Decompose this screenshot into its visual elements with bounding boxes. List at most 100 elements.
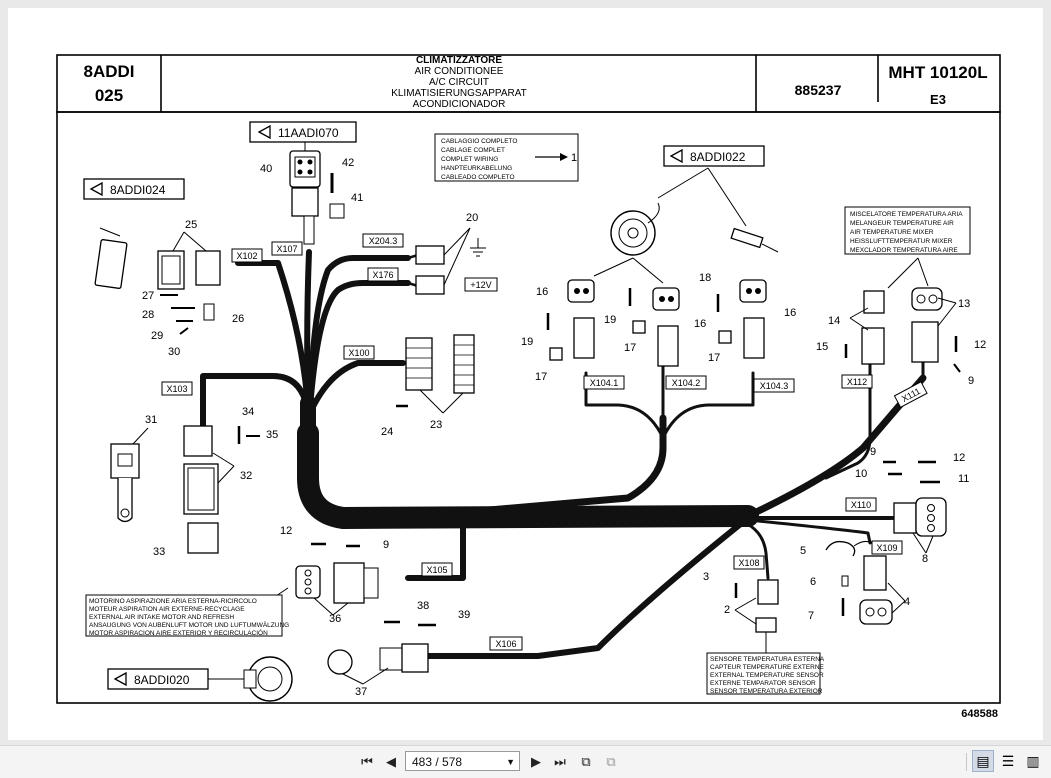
part-34: 34 [242, 406, 254, 418]
connector-x104-3: X104.3 [760, 381, 789, 391]
connector-x106: X106 [495, 639, 516, 649]
part-33: 33 [153, 546, 165, 558]
part-19-a: 19 [521, 336, 533, 348]
svg-text:SENSORE TEMPERATURA ESTERNA: SENSORE TEMPERATURA ESTERNA [710, 656, 825, 663]
single-page-icon: ▤ [976, 752, 990, 769]
header-title-es: ACONDICIONADOR [413, 99, 506, 110]
copy-pages-button[interactable]: ⧉ [601, 752, 621, 772]
part-23: 23 [430, 419, 442, 431]
part-12-c: 12 [280, 525, 292, 537]
ref-label-2: 8ADDI024 [110, 183, 166, 197]
continuous-view-button[interactable]: ☰ [997, 750, 1019, 772]
svg-text:HANPTEURKABELUNG: HANPTEURKABELUNG [441, 165, 512, 172]
mixer-note: MISCELATORE TEMPERATURA ARIA MELANGEUR T… [844, 206, 971, 255]
part-31: 31 [145, 414, 157, 426]
part-3: 3 [703, 571, 709, 583]
part-8: 8 [922, 553, 928, 565]
svg-text:ANSAUGUNG VON AUBENLUFT MOTOR: ANSAUGUNG VON AUBENLUFT MOTOR UND LUFTUM… [89, 621, 289, 629]
facing-view-button[interactable]: ▥ [1022, 750, 1044, 772]
connector-x204-3: X204.3 [369, 236, 398, 246]
ref-box-8addi020[interactable]: 8ADDI020 [107, 668, 244, 690]
part-30: 30 [168, 346, 180, 358]
connector-x103: X103 [166, 384, 187, 394]
svg-text:MOTOR ASPIRACION AIRE EXTERIOR: MOTOR ASPIRACION AIRE EXTERIOR Y RECIRCU… [89, 628, 268, 637]
previous-page-icon: ◀ [386, 754, 396, 769]
svg-text:COMPLET WIRING: COMPLET WIRING [441, 156, 498, 163]
svg-text:CAPTEUR TEMPERATURE EXTERNE: CAPTEUR TEMPERATURE EXTERNE [710, 664, 825, 671]
ref-label-4: 8ADDI020 [134, 673, 190, 687]
header-model-sub: E3 [930, 92, 946, 107]
part-38: 38 [417, 600, 429, 612]
ref-box-8addi022[interactable]: 8ADDI022 [663, 145, 765, 167]
part-36: 36 [329, 613, 341, 625]
part-12-b: 12 [953, 452, 965, 464]
ref-box-11aadi070[interactable]: 11AADI070 [249, 121, 357, 151]
svg-text:MOTORINO ASPIRAZIONE ARIA ESTE: MOTORINO ASPIRAZIONE ARIA ESTERNA-RICIRC… [89, 598, 257, 605]
footer-code: 648588 [961, 708, 998, 720]
ref-label-1: 11AADI070 [278, 126, 339, 140]
facing-pages-icon: ▥ [1026, 752, 1040, 769]
svg-text:AIR TEMPERATURE MIXER: AIR TEMPERATURE MIXER [850, 229, 934, 236]
part-41: 41 [351, 192, 363, 204]
part-5: 5 [800, 545, 806, 557]
part-16-b: 16 [694, 318, 706, 330]
first-page-button[interactable]: ⏮ [357, 752, 377, 772]
svg-text:MEXCLADOR TEMPERATURA AIRE: MEXCLADOR TEMPERATURA AIRE [850, 247, 958, 254]
part-17-b: 17 [624, 342, 636, 354]
part-29: 29 [151, 330, 163, 342]
header-model: MHT 10120L [888, 63, 987, 82]
part-15: 15 [816, 341, 828, 353]
previous-page-button[interactable]: ◀ [381, 752, 401, 772]
header-title-fr: AIR CONDITIONEE [415, 66, 504, 77]
last-page-icon: ⏭ [554, 754, 566, 769]
rotate-icon: ⧉ [581, 754, 591, 769]
rotate-button[interactable]: ⧉ [576, 752, 596, 772]
toolbar-separator [966, 753, 967, 771]
svg-text:CABLAGGIO COMPLETO: CABLAGGIO COMPLETO [441, 138, 517, 145]
connector-x104-2: X104.2 [672, 378, 701, 388]
page-number-input[interactable]: 483 / 578 ▼ [405, 751, 520, 771]
connector-x107: X107 [276, 244, 297, 254]
part-18: 18 [699, 272, 711, 284]
page-indicator: 483 / 578 [412, 755, 463, 769]
connector-x102: X102 [236, 251, 257, 261]
connector-x104-1: X104.1 [590, 378, 619, 388]
svg-text:MOTEUR ASPIRATION AIR EXTERNE-: MOTEUR ASPIRATION AIR EXTERNE-RECYCLAGE [89, 606, 245, 613]
viewer-toolbar: ⏮ ◀ 483 / 578 ▼ ▶ ⏭ ⧉ ⧉ ▤ ☰ ▥ [0, 745, 1051, 778]
part-14: 14 [828, 315, 840, 327]
wiring-diagram: 8ADDI 025 CLIMATIZZATORE AIR CONDITIONEE… [56, 54, 1001, 720]
part-6: 6 [810, 576, 816, 588]
part-19-b: 19 [604, 314, 616, 326]
part-35: 35 [266, 429, 278, 441]
plus12-label: +12V [470, 280, 491, 290]
document-page: 8ADDI 025 CLIMATIZZATORE AIR CONDITIONEE… [8, 8, 1043, 740]
part-40: 40 [260, 163, 272, 175]
part-16-c: 16 [784, 307, 796, 319]
connector-x112: X112 [847, 377, 867, 387]
connector-x176: X176 [372, 270, 393, 280]
part-10: 10 [855, 468, 867, 480]
next-page-button[interactable]: ▶ [526, 752, 546, 772]
part-24: 24 [381, 426, 393, 438]
connector-x110: X110 [851, 500, 871, 510]
part-2: 2 [724, 604, 730, 616]
ref-box-8addi024[interactable]: 8ADDI024 [83, 178, 185, 200]
part-42: 42 [342, 157, 354, 169]
part-26: 26 [232, 313, 244, 325]
part-12-a: 12 [974, 339, 986, 351]
continuous-page-icon: ☰ [1001, 752, 1015, 769]
svg-text:HEISSLUFTTEMPERATUR MIXER: HEISSLUFTTEMPERATUR MIXER [850, 238, 953, 245]
dropdown-caret-icon: ▼ [506, 757, 515, 767]
header-ref: 885237 [795, 82, 842, 98]
part-17-a: 17 [535, 371, 547, 383]
part-25: 25 [185, 219, 197, 231]
svg-text:EXTERNAL AIR INTAKE MOTOR AND: EXTERNAL AIR INTAKE MOTOR AND REFRESH [89, 614, 234, 621]
part-20: 20 [466, 212, 478, 224]
component-31 [110, 427, 149, 523]
svg-text:MISCELATORE TEMPERATURA ARIA: MISCELATORE TEMPERATURA ARIA [850, 211, 963, 218]
part-7: 7 [808, 610, 814, 622]
wiring-note: CABLAGGIO COMPLETO CABLAGE COMPLET COMPL… [434, 133, 579, 182]
single-page-view-button[interactable]: ▤ [972, 750, 994, 772]
connector-x109: X109 [876, 543, 897, 553]
last-page-button[interactable]: ⏭ [550, 752, 570, 772]
